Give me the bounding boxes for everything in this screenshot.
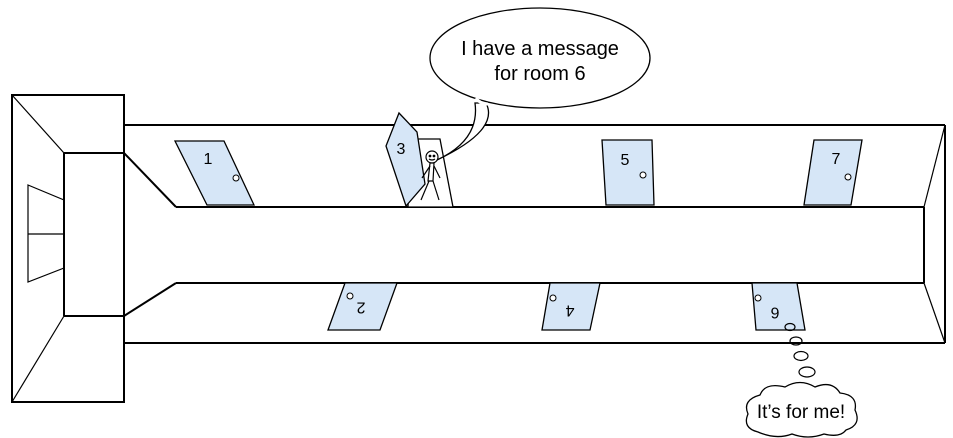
messenger-figure bbox=[420, 150, 441, 201]
door-2-number: 2 bbox=[356, 299, 365, 316]
door-6: 6 bbox=[751, 282, 806, 331]
lower-wall-left-diag bbox=[123, 282, 177, 317]
door-knob-icon bbox=[346, 292, 354, 300]
end-room-diag-bottom bbox=[11, 315, 65, 403]
door-7-number: 7 bbox=[832, 151, 841, 168]
end-room-diag-top bbox=[11, 94, 65, 154]
door-7: 7 bbox=[803, 139, 863, 206]
thought-bubble: It’s for me! bbox=[745, 322, 858, 438]
speech-line-2: for room 6 bbox=[494, 63, 585, 85]
door-3: 3 bbox=[385, 111, 454, 208]
speech-bubble-body bbox=[429, 7, 651, 109]
right-diag-bottom bbox=[923, 282, 946, 344]
thought-dot-2 bbox=[789, 336, 803, 346]
door-1-number: 1 bbox=[204, 151, 213, 168]
door-4-number: 4 bbox=[565, 302, 574, 319]
thought-cloud bbox=[745, 381, 858, 438]
thought-dot-3 bbox=[793, 350, 809, 362]
door-4: 4 bbox=[541, 282, 601, 331]
door-knob-icon bbox=[844, 173, 852, 181]
upper-wall-left-diag bbox=[123, 152, 177, 208]
speech-bubble-tail bbox=[436, 102, 490, 161]
door-3-number: 3 bbox=[397, 141, 406, 158]
end-room-frame bbox=[11, 94, 125, 403]
corridor-outline bbox=[11, 94, 946, 403]
speech-bubble: I have a message for room 6 bbox=[429, 7, 651, 161]
door-2: 2 bbox=[327, 282, 398, 331]
door-5-number: 5 bbox=[621, 152, 630, 169]
door-3-panel bbox=[385, 111, 426, 208]
thought-text: It’s for me! bbox=[757, 402, 845, 423]
door-knob-icon bbox=[232, 174, 240, 182]
door-knob-icon bbox=[754, 294, 762, 302]
end-wall-window bbox=[27, 184, 65, 283]
speech-line-1: I have a message bbox=[461, 38, 619, 60]
thought-dot-4 bbox=[798, 366, 816, 378]
door-6-number: 6 bbox=[770, 304, 779, 321]
door-1: 1 bbox=[173, 140, 256, 206]
door-knob-icon bbox=[639, 171, 647, 179]
door-knob-icon bbox=[549, 294, 557, 302]
thought-dot-1 bbox=[784, 322, 796, 332]
right-diag-top bbox=[923, 124, 946, 208]
messenger-head bbox=[425, 150, 439, 164]
door-5: 5 bbox=[601, 139, 655, 206]
